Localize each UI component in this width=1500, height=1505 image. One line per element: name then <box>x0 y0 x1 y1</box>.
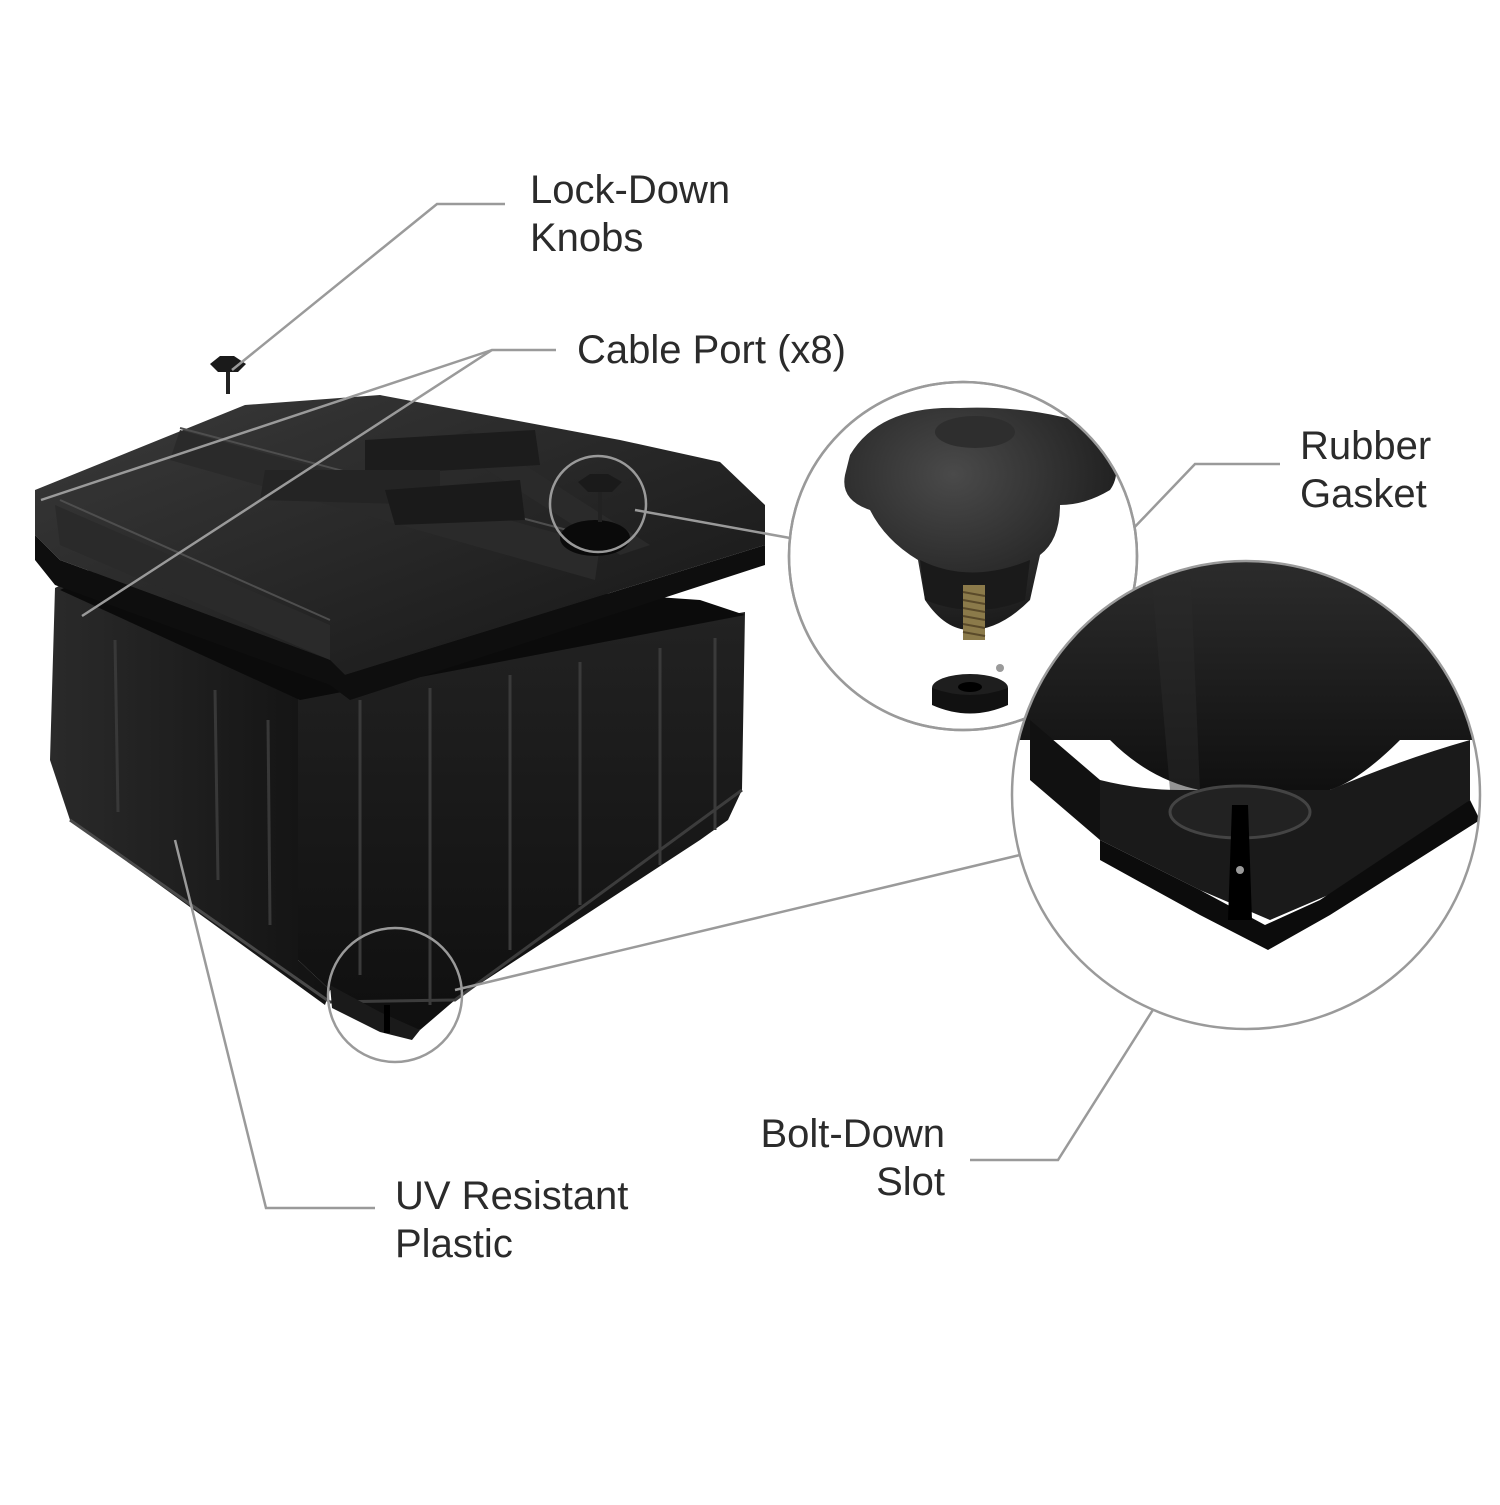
bolt-slot-detail-zoom <box>1010 559 1482 1031</box>
label-line: UV Resistant <box>395 1174 629 1218</box>
corner-magnifier <box>326 926 464 1064</box>
leader-corner-zoom <box>454 853 1021 992</box>
side-ribs <box>113 639 272 926</box>
label-bolt-down-slot: Bolt-Down Slot <box>720 1110 945 1206</box>
knob-detail-zoom <box>787 380 1139 732</box>
knob-magnifier <box>548 454 648 554</box>
label-rubber-gasket: Rubber Gasket <box>1300 422 1431 518</box>
label-uv-resistant-plastic: UV Resistant Plastic <box>395 1172 628 1268</box>
label-line: Lock-Down <box>530 168 731 212</box>
lock-down-knob-icon <box>578 474 622 522</box>
label-cable-port: Cable Port (x8) <box>577 326 846 374</box>
label-lock-down-knobs: Lock-Down Knobs <box>530 166 730 262</box>
label-line: Cable Port (x8) <box>577 328 846 372</box>
leader-knob-zoom <box>634 508 791 540</box>
leader-cable-port-2 <box>40 348 493 502</box>
leader-lock-down-knobs <box>231 202 505 371</box>
lock-down-knob-icon <box>844 407 1117 630</box>
front-ribs <box>358 638 717 1005</box>
label-line: Gasket <box>1300 472 1427 516</box>
bolt-down-slot-feature <box>1228 805 1252 920</box>
lock-down-knob-icon <box>210 356 246 394</box>
rubber-gasket-icon <box>932 674 1008 714</box>
leader-uv-plastic <box>173 839 375 1210</box>
bolt-down-corner <box>330 985 420 1040</box>
label-line: Knobs <box>530 216 644 260</box>
label-line: Slot <box>876 1160 945 1204</box>
label-line: Rubber <box>1300 424 1432 468</box>
label-line: Bolt-Down <box>760 1112 945 1156</box>
label-line: Plastic <box>395 1222 513 1266</box>
box-front-face <box>298 612 745 1030</box>
battery-lid <box>35 395 765 700</box>
